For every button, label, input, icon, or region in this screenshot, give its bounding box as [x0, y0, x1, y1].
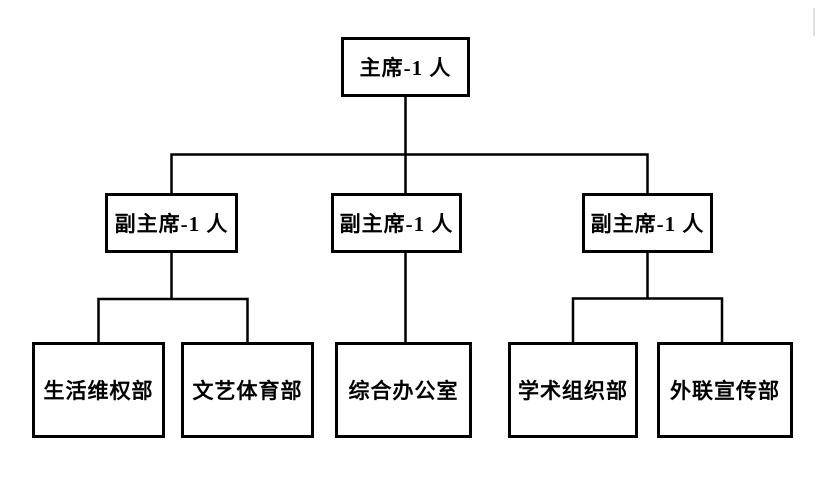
org-node-dept-academic-org: 学术组织部 — [508, 342, 638, 438]
org-node-label: 综合办公室 — [348, 379, 459, 403]
scan-artifact — [813, 8, 815, 36]
connector-right-bracket — [571, 297, 724, 342]
org-node-dept-arts-sports: 文艺体育部 — [181, 342, 314, 438]
org-node-vice-chairman-1: 副主席-1 人 — [105, 193, 238, 253]
org-node-vice-chairman-2: 副主席-1 人 — [331, 193, 462, 253]
org-node-label: 副主席-1 人 — [339, 212, 454, 236]
org-node-general-office: 综合办公室 — [335, 342, 472, 438]
org-node-label: 生活维权部 — [43, 379, 154, 403]
org-node-label: 学术组织部 — [518, 379, 628, 403]
org-node-label: 主席-1 人 — [359, 56, 452, 80]
org-node-chairman: 主席-1 人 — [341, 37, 470, 97]
org-node-dept-liaison-publicity: 外联宣传部 — [657, 342, 793, 438]
org-node-label: 文艺体育部 — [192, 379, 303, 403]
org-node-vice-chairman-3: 副主席-1 人 — [582, 193, 713, 253]
connector-left-bracket — [97, 297, 249, 342]
org-node-dept-life-rights: 生活维权部 — [32, 342, 165, 438]
connector-tier1-bracket — [170, 153, 649, 193]
org-node-label: 外联宣传部 — [670, 379, 780, 403]
org-node-label: 副主席-1 人 — [114, 212, 229, 236]
org-node-label: 副主席-1 人 — [590, 212, 705, 236]
